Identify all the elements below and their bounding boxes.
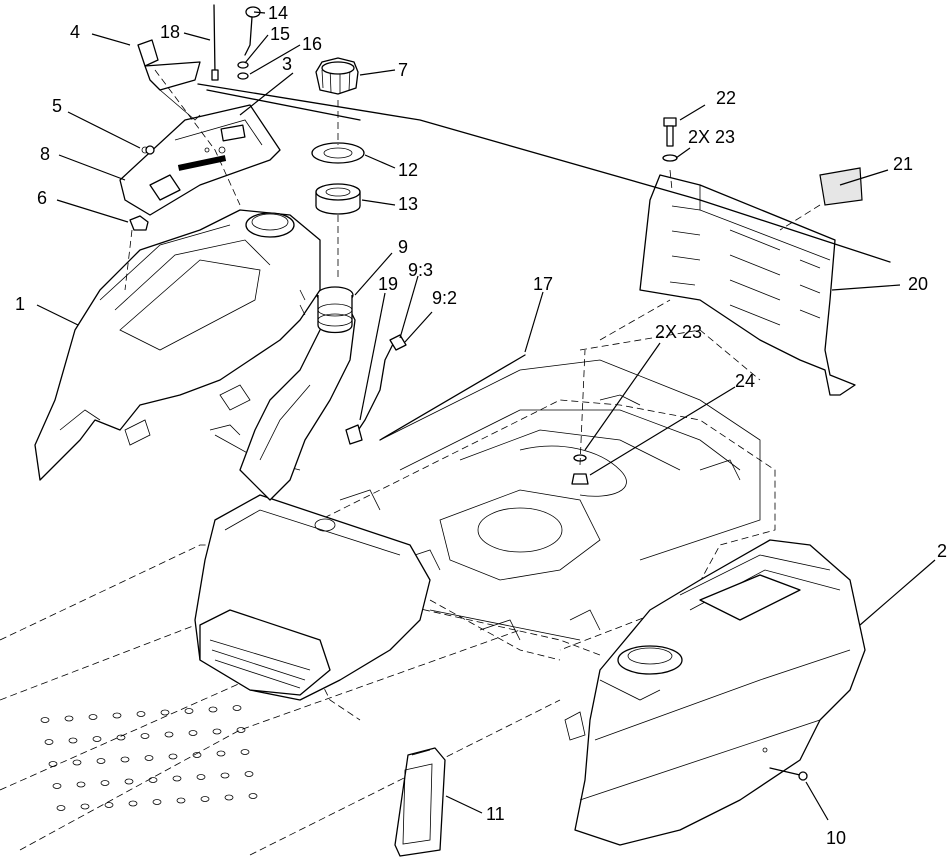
footplate-hole <box>68 737 78 744</box>
callout-22: 22 <box>716 88 736 108</box>
screw-part-10 <box>769 767 808 781</box>
callout-17: 17 <box>533 274 553 294</box>
footplate-hole <box>100 780 110 786</box>
gauge-parts-14-16 <box>237 6 261 80</box>
throttle-cable <box>124 69 891 466</box>
rod-part-18 <box>211 4 219 81</box>
screw-part-5 <box>145 145 155 155</box>
callout-18: 18 <box>160 22 180 42</box>
callout-3: 3 <box>282 54 292 74</box>
seal-part-13 <box>315 183 361 215</box>
footplate-hole <box>96 758 106 764</box>
footplate-hole <box>248 793 258 799</box>
footplate-hole <box>144 755 154 761</box>
label-part-21 <box>819 167 863 206</box>
callout-9-3: 9:3 <box>408 260 433 280</box>
footplate-hole <box>208 706 218 713</box>
footplate-hole <box>88 714 98 720</box>
footplate-hole <box>232 705 242 711</box>
callout-7: 7 <box>398 60 408 80</box>
bolt-part-22 <box>662 117 678 162</box>
callout-16: 16 <box>302 34 322 54</box>
callout-4: 4 <box>70 22 80 42</box>
callout-23-bottom: 2X 23 <box>655 322 702 342</box>
control-panel <box>119 104 281 216</box>
callout-labels: 4 18 14 15 16 3 7 5 8 6 12 13 9 19 9:3 9… <box>15 3 947 848</box>
footplate-hole <box>196 774 206 780</box>
footplate-hole <box>48 761 58 767</box>
footplate-hole <box>140 733 150 739</box>
footplate-hole <box>64 715 74 722</box>
callout-11: 11 <box>486 804 505 824</box>
callout-9: 9 <box>398 237 408 257</box>
footplate-hole <box>184 708 194 714</box>
callout-21: 21 <box>893 154 913 174</box>
footplate-hole <box>124 778 134 785</box>
footplate-hole <box>220 772 230 779</box>
footplate-hole <box>176 797 186 804</box>
footplate-hole <box>164 731 174 738</box>
nut-part-6 <box>129 215 149 231</box>
callout-6: 6 <box>37 188 47 208</box>
footplate-hole <box>244 771 254 777</box>
footplate-holes <box>40 705 258 811</box>
pad-part-11 <box>394 747 446 857</box>
footplate-hole <box>104 802 114 808</box>
footplate-hole <box>80 803 90 810</box>
callout-1: 1 <box>15 294 25 314</box>
footplate-hole <box>168 753 178 760</box>
left-fender <box>34 209 321 481</box>
callout-12: 12 <box>398 160 418 180</box>
footplate-hole <box>136 711 146 717</box>
footplate-hole <box>76 781 86 788</box>
footplate-hole <box>152 799 162 805</box>
hose-parts-19 <box>345 334 407 445</box>
rod-part-17 <box>379 354 526 441</box>
rear-panel <box>639 174 856 396</box>
gasket-part-12 <box>311 142 365 164</box>
footplate-hole <box>44 739 54 745</box>
callout-8: 8 <box>40 144 50 164</box>
footplate-hole <box>160 709 170 716</box>
leader-lines <box>36 11 936 821</box>
footplate-hole <box>216 750 226 757</box>
callout-5: 5 <box>52 96 62 116</box>
footplate-hole <box>52 783 62 789</box>
fuel-tank <box>239 286 356 501</box>
footplate-hole <box>240 749 250 755</box>
footplate-hole <box>112 712 122 719</box>
battery-box <box>194 494 431 701</box>
footplate-hole <box>148 777 158 783</box>
footplate-hole <box>236 727 246 733</box>
footplate-hole <box>212 728 222 735</box>
callout-23-top: 2X 23 <box>688 127 735 147</box>
footplate-hole <box>120 756 130 763</box>
footplate-hole <box>224 794 234 801</box>
callout-13: 13 <box>398 194 418 214</box>
callout-19: 19 <box>378 274 398 294</box>
footplate-hole <box>172 775 182 782</box>
footplate-hole <box>72 759 82 766</box>
footplate-hole <box>128 800 138 807</box>
callout-2: 2 <box>937 541 947 561</box>
footplate-hole <box>56 805 66 811</box>
callout-24: 24 <box>735 371 755 391</box>
callout-15: 15 <box>270 24 290 44</box>
fuel-cap-part-7 <box>315 57 359 95</box>
footplate-hole <box>200 796 210 802</box>
footplate-hole <box>192 752 202 758</box>
right-fender <box>564 539 866 846</box>
footplate-hole <box>116 734 126 741</box>
footplate-hole <box>40 717 50 723</box>
footplate-hole <box>92 736 102 742</box>
callout-20: 20 <box>908 274 928 294</box>
callout-10: 10 <box>826 828 846 848</box>
footplate-hole <box>188 730 198 736</box>
callout-9-2: 9:2 <box>432 288 457 308</box>
callout-14: 14 <box>268 3 288 23</box>
knob-part-4 <box>137 39 201 121</box>
